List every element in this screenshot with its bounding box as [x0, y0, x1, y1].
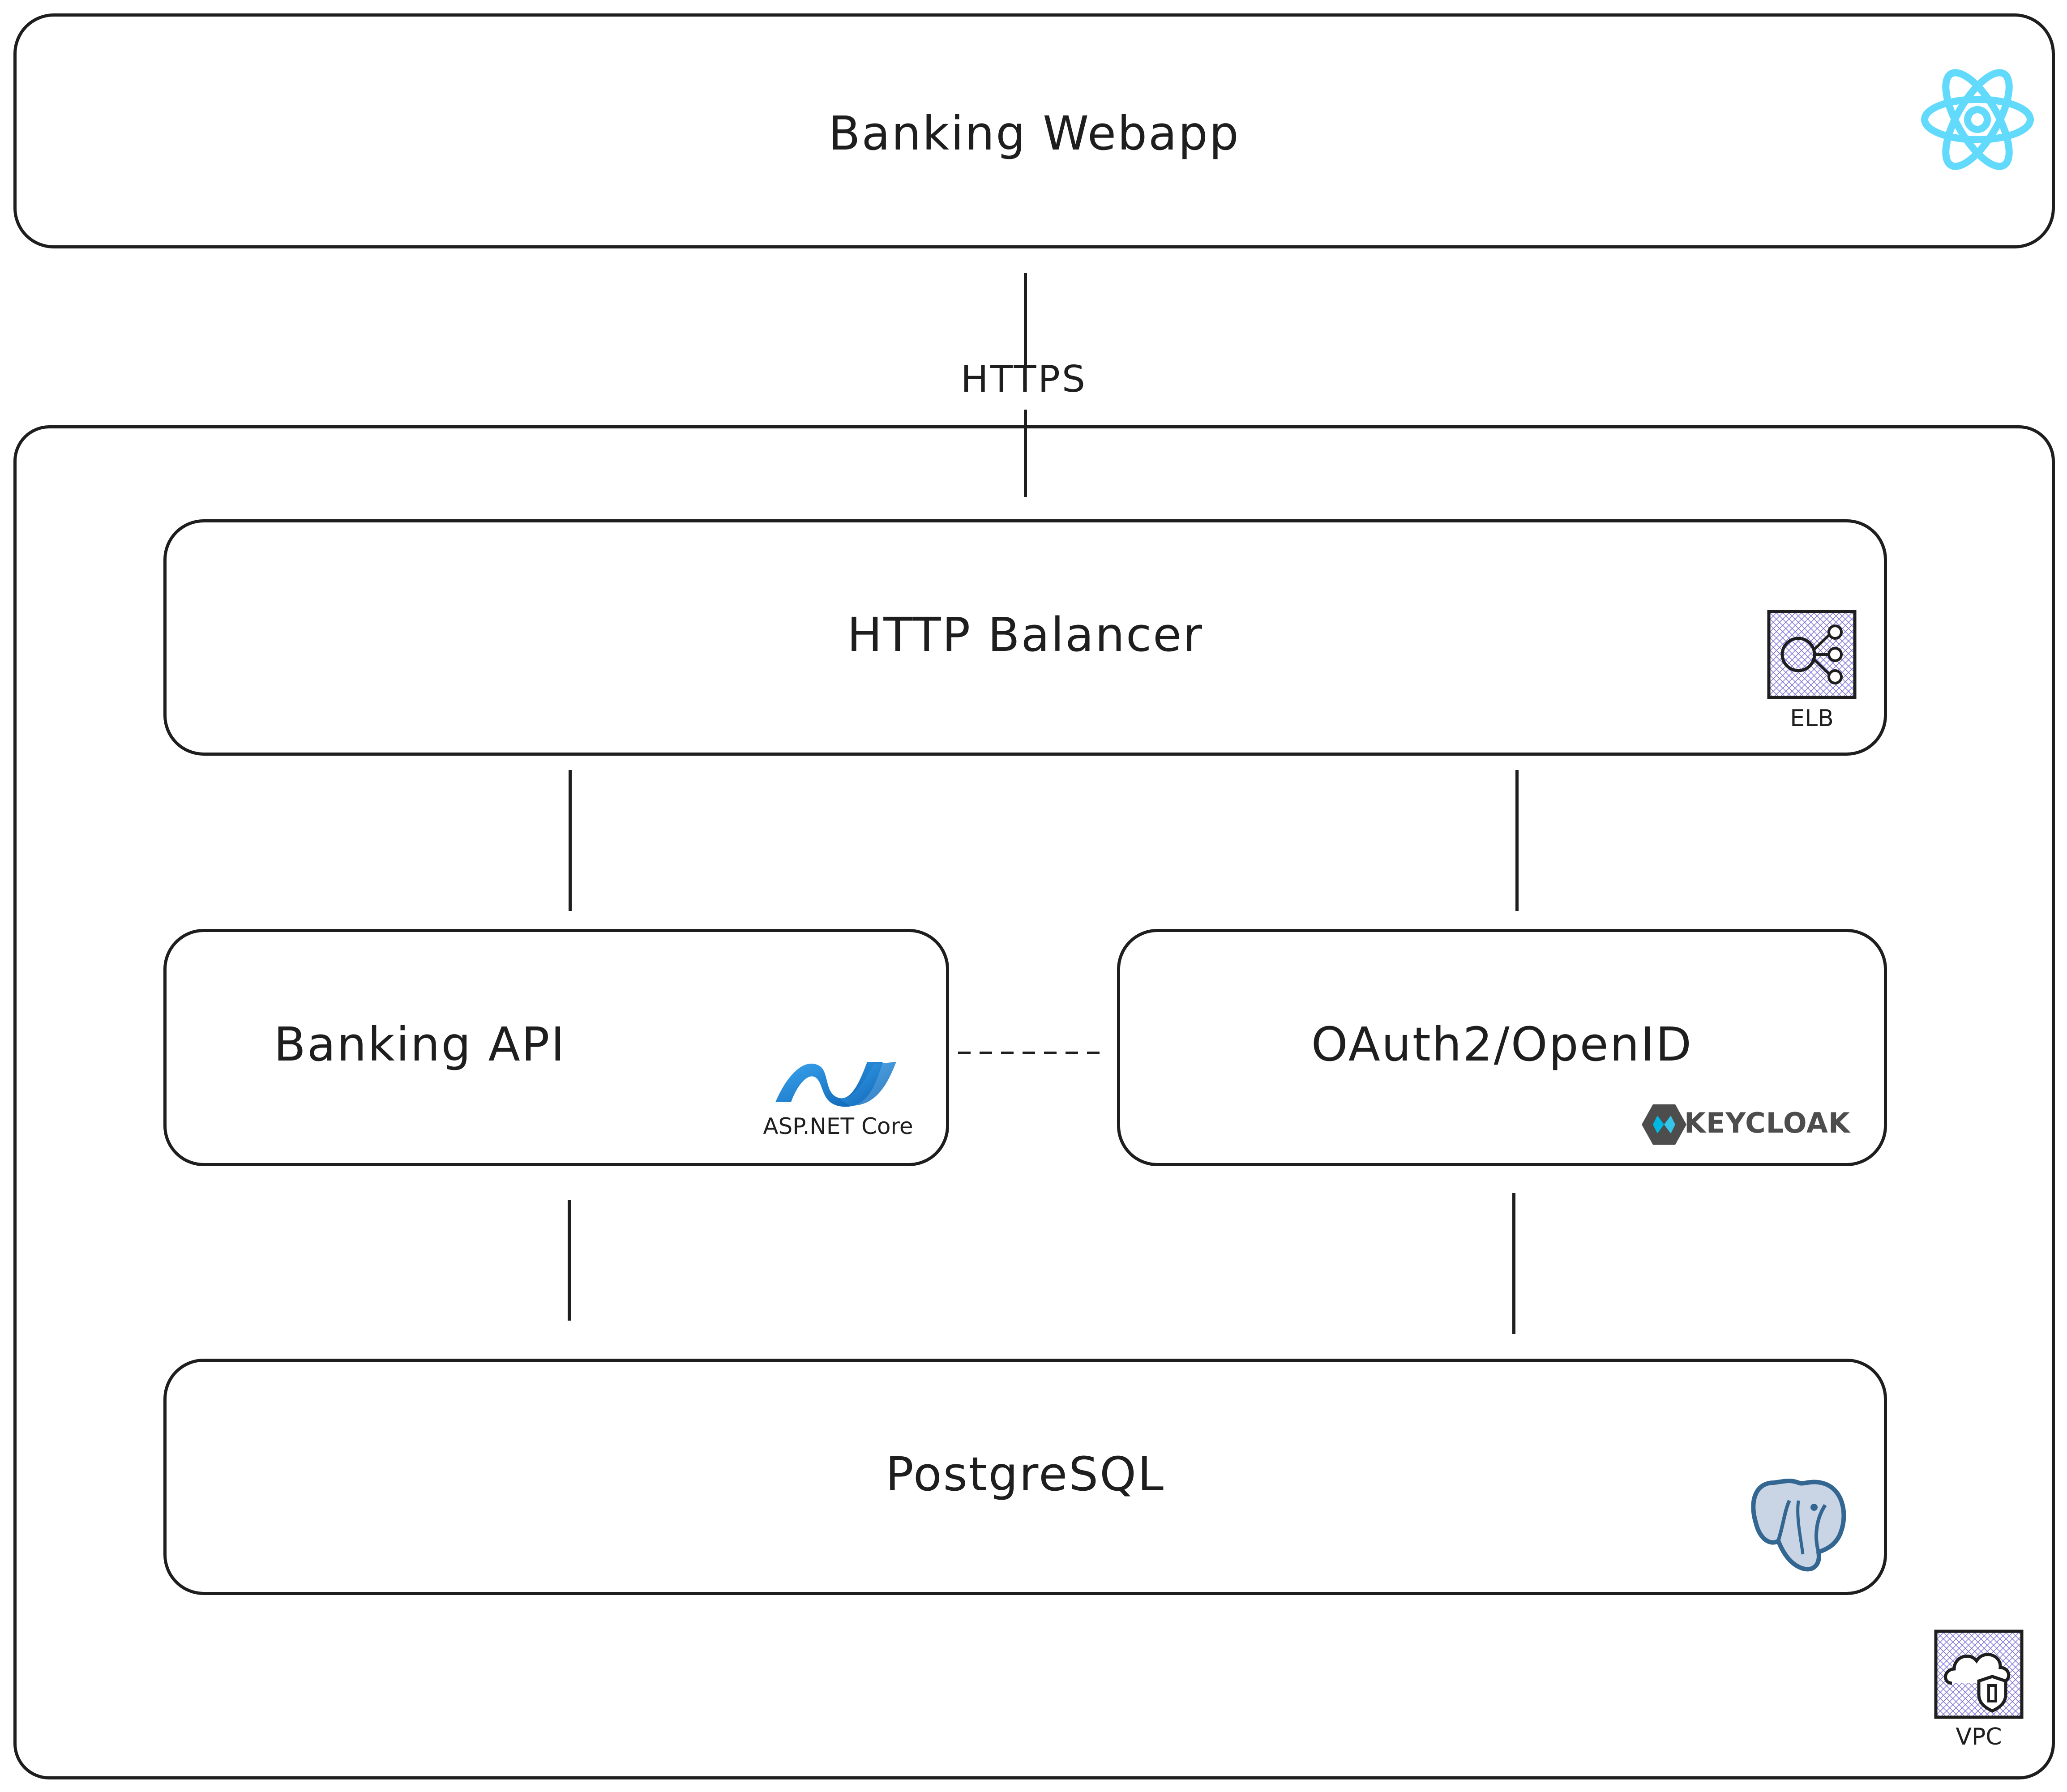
postgresql-elephant-icon [1751, 1478, 1846, 1572]
api-auth-dashed-connector [958, 1052, 1101, 1054]
balancer-api-connector [569, 770, 572, 911]
webapp-title: Banking Webapp [828, 106, 1240, 161]
react-icon [1921, 69, 2034, 170]
https-connector-top [1024, 273, 1027, 365]
api-db-connector [568, 1200, 571, 1321]
auth-box: OAuth2/OpenID KEYCLOAK [1117, 929, 1887, 1166]
postgres-box: PostgreSQL [163, 1359, 1887, 1595]
aspnet-core-logo [775, 1062, 896, 1107]
keycloak-label: KEYCLOAK [1684, 1107, 1850, 1139]
auth-title: OAuth2/OpenID [1311, 1017, 1693, 1072]
vpc-container [13, 425, 2055, 1779]
elb-label: ELB [1790, 705, 1834, 732]
banking-api-box: Banking API ASP.NET Core [163, 929, 949, 1166]
banking-api-title: Banking API [274, 1017, 566, 1072]
webapp-box: Banking Webapp [13, 13, 2055, 248]
vpc-label: VPC [1956, 1724, 2002, 1750]
elb-icon [1767, 610, 1857, 699]
https-connector-bottom [1024, 410, 1027, 497]
keycloak-logo [1642, 1104, 1686, 1145]
postgres-title: PostgreSQL [886, 1447, 1165, 1501]
aspnet-core-label: ASP.NET Core [763, 1113, 913, 1139]
balancer-box: HTTP Balancer ELB [163, 519, 1887, 756]
balancer-auth-connector [1515, 770, 1519, 911]
https-label: HTTPS [961, 358, 1087, 401]
auth-db-connector [1512, 1193, 1515, 1334]
balancer-title: HTTP Balancer [847, 607, 1203, 662]
vpc-icon [1934, 1629, 2024, 1719]
